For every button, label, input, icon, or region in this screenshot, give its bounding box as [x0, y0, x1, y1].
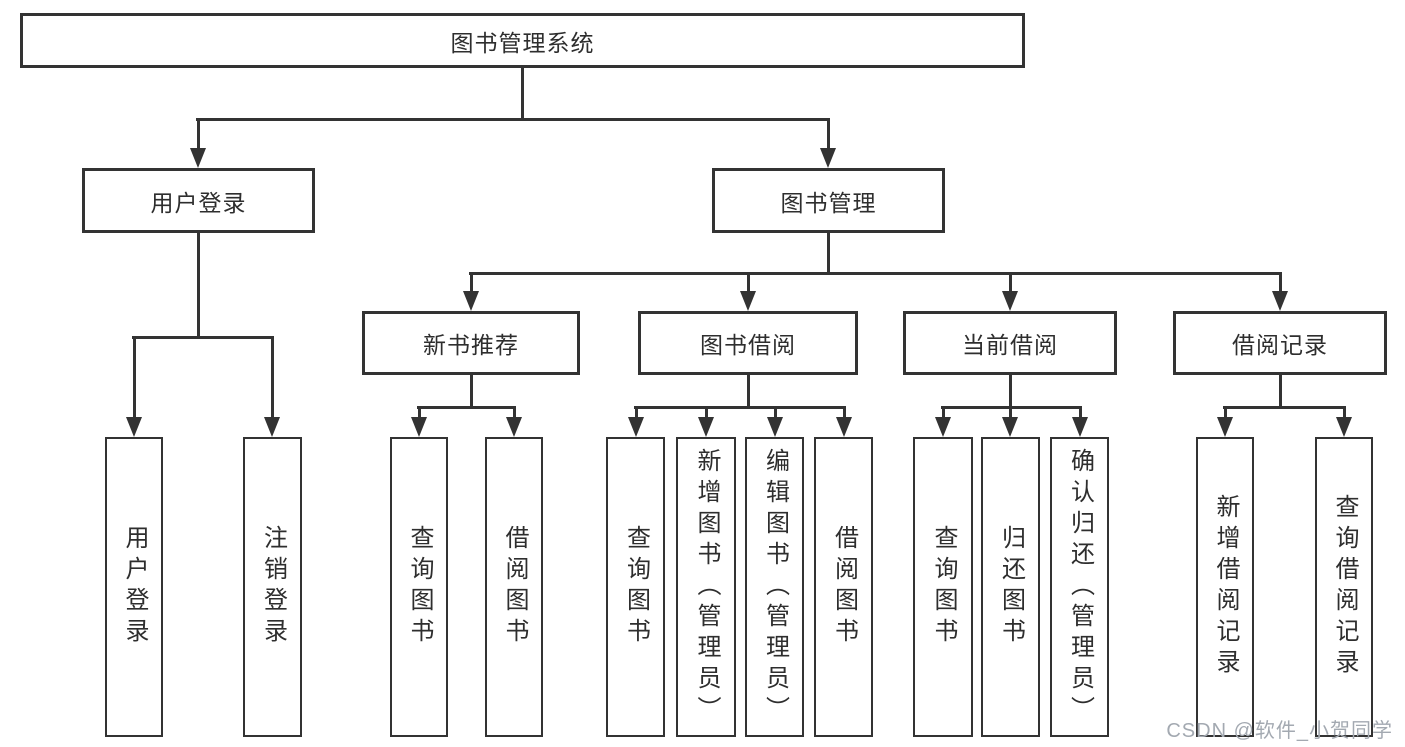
leaf-logout: 注销登录: [243, 437, 302, 737]
arrowhead: [836, 417, 852, 437]
leaf-borrow-books-borrow-label: 借阅图书: [830, 525, 858, 649]
node-borrow-records: 借阅记录: [1173, 311, 1387, 375]
node-new-book-recommend-label: 新书推荐: [423, 332, 519, 358]
arrowhead: [740, 291, 756, 311]
leaf-query-books-recommend-label: 查询图书: [406, 525, 433, 649]
connector-line: [1343, 407, 1346, 419]
connector-line: [271, 337, 274, 419]
arrowhead: [820, 148, 836, 168]
connector-line: [470, 374, 473, 408]
leaf-add-book-admin-label: 新增图书（管理员）: [693, 447, 720, 727]
connector-line: [1079, 407, 1082, 419]
node-book-borrow: 图书借阅: [638, 311, 858, 375]
leaf-edit-book-admin-label: 编辑图书（管理员）: [761, 447, 789, 727]
leaf-confirm-return-admin-label: 确认归还（管理员）: [1066, 447, 1094, 727]
watermark: CSDN @软件_小贺同学: [1166, 720, 1393, 742]
leaf-borrow-books-recommend-label: 借阅图书: [501, 525, 528, 649]
node-book-management: 图书管理: [712, 168, 945, 233]
connector-line: [133, 337, 136, 419]
connector-line: [827, 232, 830, 274]
leaf-query-books-current: 查询图书: [913, 437, 973, 737]
arrowhead: [767, 417, 783, 437]
connector-line: [417, 406, 516, 409]
leaf-user-login: 用户登录: [105, 437, 163, 737]
arrowhead: [1217, 417, 1233, 437]
leaf-edit-book-admin: 编辑图书（管理员）: [745, 437, 804, 737]
connector-line: [747, 273, 750, 293]
arrowhead: [1072, 417, 1088, 437]
leaf-query-books-borrow-label: 查询图书: [622, 525, 650, 649]
connector-line: [197, 119, 200, 150]
node-user-login-label: 用户登录: [150, 189, 247, 216]
arrowhead: [935, 417, 951, 437]
connector-line: [418, 407, 421, 419]
connector-line: [470, 273, 473, 293]
leaf-query-books-recommend: 查询图书: [390, 437, 448, 737]
connector-line: [1009, 407, 1012, 419]
connector-line: [942, 407, 945, 419]
node-user-login: 用户登录: [82, 168, 315, 233]
connector-line: [747, 374, 750, 408]
connector-line: [1223, 406, 1346, 409]
connector-line: [513, 407, 516, 419]
connector-line: [1009, 273, 1012, 293]
node-root: 图书管理系统: [20, 13, 1025, 68]
arrowhead: [264, 417, 280, 437]
connector-line: [634, 406, 846, 409]
connector-line: [843, 407, 846, 419]
leaf-query-borrow-record-label: 查询借阅记录: [1331, 494, 1358, 680]
leaf-user-login-label: 用户登录: [121, 525, 148, 649]
connector-line: [197, 232, 200, 338]
node-new-book-recommend: 新书推荐: [362, 311, 580, 375]
arrowhead: [463, 291, 479, 311]
leaf-borrow-books-recommend: 借阅图书: [485, 437, 543, 737]
arrowhead: [698, 417, 714, 437]
arrowhead: [506, 417, 522, 437]
node-book-management-label: 图书管理: [780, 189, 877, 216]
leaf-return-book-label: 归还图书: [997, 525, 1025, 649]
connector-line: [196, 118, 830, 121]
connector-line: [1279, 374, 1282, 408]
connector-line: [774, 407, 777, 419]
leaf-query-books-borrow: 查询图书: [606, 437, 665, 737]
leaf-borrow-books-borrow: 借阅图书: [814, 437, 873, 737]
arrowhead: [1002, 417, 1018, 437]
leaf-add-borrow-record-label: 新增借阅记录: [1212, 494, 1239, 680]
connector-line: [827, 119, 830, 150]
arrowhead: [126, 417, 142, 437]
leaf-return-book: 归还图书: [981, 437, 1040, 737]
connector-line: [1279, 273, 1282, 293]
connector-line: [635, 407, 638, 419]
connector-line: [132, 336, 274, 339]
node-root-label: 图书管理系统: [450, 29, 595, 56]
leaf-logout-label: 注销登录: [259, 525, 287, 649]
node-current-borrow: 当前借阅: [903, 311, 1117, 375]
arrowhead: [628, 417, 644, 437]
node-book-borrow-label: 图书借阅: [700, 332, 796, 358]
leaf-add-borrow-record: 新增借阅记录: [1196, 437, 1254, 737]
arrowhead: [1002, 291, 1018, 311]
node-borrow-records-label: 借阅记录: [1232, 332, 1328, 358]
arrowhead: [1272, 291, 1288, 311]
arrowhead: [1336, 417, 1352, 437]
leaf-add-book-admin: 新增图书（管理员）: [676, 437, 736, 737]
connector-line: [1009, 374, 1012, 408]
node-current-borrow-label: 当前借阅: [962, 332, 1058, 358]
connector-line: [521, 67, 524, 120]
leaf-query-books-current-label: 查询图书: [930, 525, 957, 649]
leaf-confirm-return-admin: 确认归还（管理员）: [1050, 437, 1109, 737]
arrowhead: [411, 417, 427, 437]
leaf-query-borrow-record: 查询借阅记录: [1315, 437, 1373, 737]
arrowhead: [190, 148, 206, 168]
connector-line: [469, 272, 1282, 275]
connector-line: [1224, 407, 1227, 419]
connector-line: [705, 407, 708, 419]
